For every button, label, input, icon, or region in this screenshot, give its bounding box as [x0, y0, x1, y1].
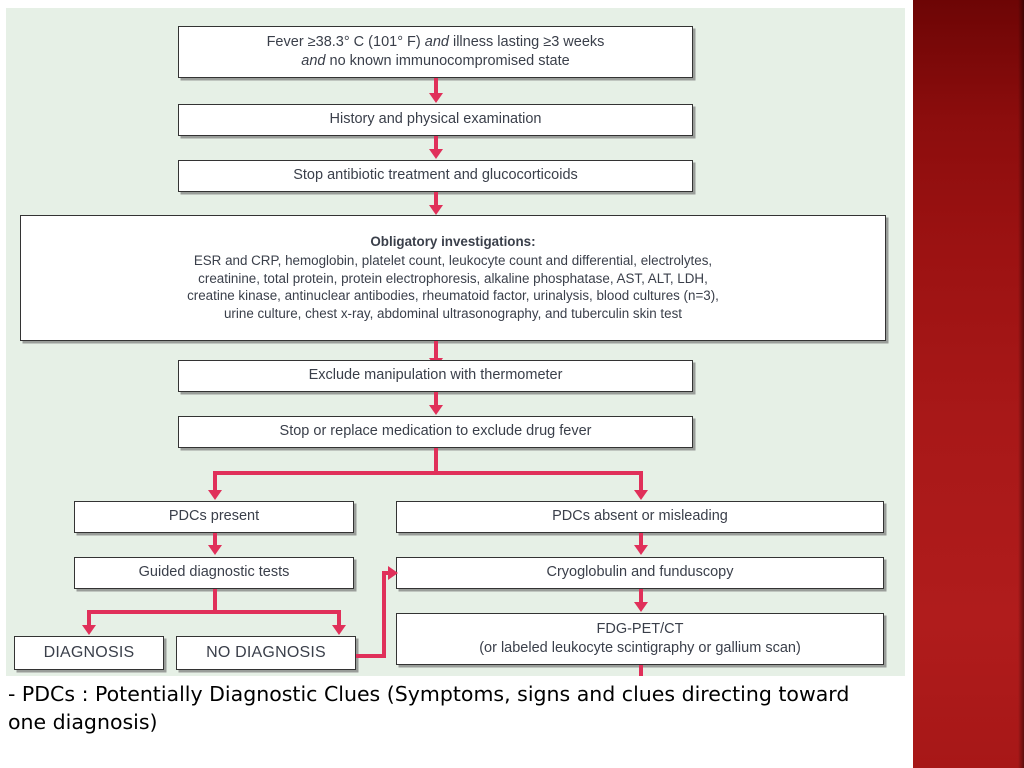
obligatory-line-3: creatine kinase, antinuclear antibodies,…	[187, 288, 719, 304]
node-obligatory-investigations: Obligatory investigations: ESR and CRP, …	[20, 215, 886, 341]
arrow-pdcs-absent-to-cryo	[634, 545, 648, 555]
connector-branch-left-drop	[213, 471, 217, 493]
arrow-stop-antibiotic-to-obligatory	[429, 205, 443, 215]
entry-line-1: Fever ≥38.3° C (101° F) and illness last…	[266, 33, 605, 50]
connector-medication-stem	[434, 448, 438, 473]
fdg-line-1: FDG-PET/CT	[596, 620, 684, 637]
connector-thermometer-to-medication	[434, 392, 438, 408]
node-guided-diagnostic-tests: Guided diagnostic tests	[74, 557, 354, 589]
connector-history-to-stop-antibiotic	[434, 136, 438, 152]
connector-cryo-to-fdg	[639, 589, 643, 605]
cryoglobulin-label: Cryoglobulin and funduscopy	[546, 564, 734, 581]
guided-tests-label: Guided diagnostic tests	[138, 564, 290, 581]
node-pdcs-absent: PDCs absent or misleading	[396, 501, 884, 533]
node-pdcs-present: PDCs present	[74, 501, 354, 533]
arrow-entry-to-history	[429, 93, 443, 103]
decorative-red-gradient-bar	[913, 0, 1024, 768]
arrow-to-diagnosis	[82, 625, 96, 635]
obligatory-line-4: urine culture, chest x-ray, abdominal ul…	[223, 306, 682, 322]
obligatory-heading: Obligatory investigations:	[370, 233, 536, 249]
connector-pdcs-present-to-guided	[213, 533, 217, 547]
node-cryoglobulin-funduscopy: Cryoglobulin and funduscopy	[396, 557, 884, 589]
connector-branch-right-drop	[639, 471, 643, 493]
arrow-to-pdcs-present	[208, 490, 222, 500]
node-history-physical: History and physical examination	[178, 104, 693, 136]
connector-stop-antibiotic-to-obligatory	[434, 192, 438, 208]
fdg-line-2: (or labeled leukocyte scintigraphy or ga…	[479, 640, 801, 656]
connector-feedback-into-cryo	[382, 571, 392, 575]
node-entry-criteria: Fever ≥38.3° C (101° F) and illness last…	[178, 26, 693, 78]
arrow-to-pdcs-absent	[634, 490, 648, 500]
connector-guided-split-bar	[87, 610, 341, 614]
stop-medication-label: Stop or replace medication to exclude dr…	[279, 423, 592, 440]
connector-feedback-from-no-diagnosis	[356, 654, 386, 658]
arrow-thermometer-to-medication	[429, 405, 443, 415]
connector-diagnosis-drop	[87, 610, 91, 628]
flowchart-figure-panel: Fever ≥38.3° C (101° F) and illness last…	[6, 8, 905, 676]
arrow-feedback-into-cryo	[388, 566, 398, 580]
connector-entry-to-history	[434, 78, 438, 96]
exclude-thermometer-label: Exclude manipulation with thermometer	[308, 367, 563, 384]
connector-fdg-continuation	[639, 665, 643, 676]
node-stop-medication: Stop or replace medication to exclude dr…	[178, 416, 693, 448]
node-no-diagnosis: NO DIAGNOSIS	[176, 636, 356, 670]
connector-feedback-vertical	[382, 573, 386, 658]
pdcs-absent-label: PDCs absent or misleading	[552, 508, 728, 525]
stop-antibiotic-label: Stop antibiotic treatment and glucocorti…	[293, 167, 578, 184]
pdcs-present-label: PDCs present	[168, 508, 260, 525]
connector-pdcs-absent-to-cryo	[639, 533, 643, 547]
history-label: History and physical examination	[329, 111, 542, 128]
arrow-to-no-diagnosis	[332, 625, 346, 635]
connector-guided-stem	[213, 589, 217, 612]
arrow-cryo-to-fdg	[634, 602, 648, 612]
node-exclude-thermometer: Exclude manipulation with thermometer	[178, 360, 693, 392]
connector-medication-split-bar	[213, 471, 643, 475]
arrow-history-to-stop-antibiotic	[429, 149, 443, 159]
node-diagnosis: DIAGNOSIS	[14, 636, 164, 670]
arrow-pdcs-present-to-guided	[208, 545, 222, 555]
node-stop-antibiotic: Stop antibiotic treatment and glucocorti…	[178, 160, 693, 192]
figure-caption: - PDCs : Potentially Diagnostic Clues (S…	[8, 682, 850, 735]
red-bar-shadow-edge	[1018, 0, 1024, 768]
connector-no-diagnosis-drop	[337, 610, 341, 628]
obligatory-line-2: creatinine, total protein, protein elect…	[198, 270, 708, 286]
node-fdg-pet-ct: FDG-PET/CT (or labeled leukocyte scintig…	[396, 613, 884, 665]
no-diagnosis-label: NO DIAGNOSIS	[206, 644, 326, 662]
obligatory-line-1: ESR and CRP, hemoglobin, platelet count,…	[193, 252, 713, 268]
entry-line-2: and no known immunocompromised state	[301, 53, 570, 69]
diagnosis-label: DIAGNOSIS	[43, 644, 135, 662]
connector-obligatory-to-thermometer	[434, 341, 438, 359]
